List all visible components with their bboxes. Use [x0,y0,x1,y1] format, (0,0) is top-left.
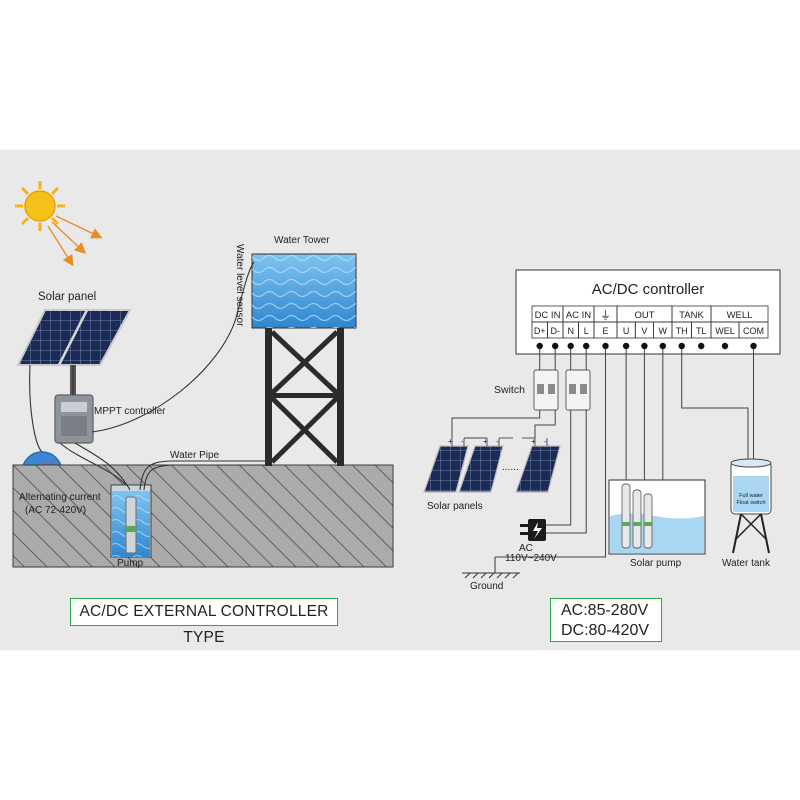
terminal-l: L [584,326,589,336]
left-caption-box: AC/DC EXTERNAL CONTROLLER TYPE [70,598,338,646]
water-pipe-label: Water Pipe [170,450,220,461]
terminal-tl: TL [696,326,707,336]
ac-dc-controller-box [515,269,781,355]
terminal-n: N [567,326,574,336]
caption-text: AC/DC EXTERNAL CONTROLLER TYPE [79,603,329,646]
solar-pump-icon [608,479,706,555]
solar-panel-icon [16,309,132,395]
level-sensor-label: Water level sensor [234,244,245,327]
ground-label: Ground [470,581,503,592]
terminal-com: COM [743,326,764,336]
terminal-u: U [623,326,630,336]
sunlight-arrows [47,215,103,267]
svg-text:-: - [544,437,547,446]
water-tower-icon [251,253,357,466]
terminal-labels: D+ D- N L E U V W TH TL WEL COM [534,326,764,336]
group-tank: TANK [679,310,704,321]
terminal-e: E [602,326,608,336]
ac-switch-icon [565,369,591,411]
svg-text:+: + [531,437,536,446]
ac-range-label: 110V~240V [505,553,557,564]
terminal-screws [536,342,757,350]
voltage-dc: DC:80-420V [561,622,650,639]
voltage-spec-box: AC:85-280V DC:80-420V [550,598,662,642]
switch-label: Switch [494,384,525,396]
ground-symbol-icon [462,557,520,579]
solar-panels-label: Solar panels [427,501,483,512]
sun-icon [15,181,65,231]
water-tank-label: Water tank [722,558,771,569]
svg-text:-: - [496,437,499,446]
dc-switch-icon [533,369,559,411]
terminal-v: V [641,326,647,336]
well-shaft [110,484,152,558]
svg-text:+: + [448,437,453,446]
float-switch-line1: Full water [739,493,763,499]
mppt-controller-icon [54,394,94,444]
water-tank-icon [730,458,772,554]
group-out: OUT [634,310,654,321]
panel-polarity-signs: + - + - + - [448,437,547,446]
ground-block-left [12,464,394,568]
ac-plug-icon [520,519,546,541]
svg-text:-: - [461,437,464,446]
left-wiring [29,261,268,491]
pump-label: Pump [117,558,144,569]
solar-panels-array [423,437,561,493]
svg-text:+: + [483,437,488,446]
terminal-th: TH [676,326,688,336]
group-ac-in: AC IN [566,310,591,321]
alt-range-label: (AC 72-420V) [25,505,86,516]
terminal-cells [531,321,769,339]
terminal-w: W [659,326,668,336]
group-ground-symbol: ⏚ [600,309,611,322]
solar-panel-label: Solar panel [38,291,96,303]
panels-ellipsis: ...... [502,462,519,473]
voltage-ac: AC:85-280V [561,602,649,619]
terminal-d-minus: D- [550,326,560,336]
water-tower-label: Water Tower [274,235,330,246]
terminal-d-plus: D+ [534,326,546,336]
alt-current-label: Alternating current [19,492,101,503]
terminal-wel: WEL [715,326,735,336]
controller-title: AC/DC controller [592,281,705,298]
ac-label: AC [519,543,533,554]
float-switch-line2: Float switch [736,500,765,506]
group-dc-in: DC IN [535,310,561,321]
solar-pump-label: Solar pump [630,558,682,569]
mppt-label: MPPT controller [94,406,166,417]
group-well: WELL [727,310,753,321]
